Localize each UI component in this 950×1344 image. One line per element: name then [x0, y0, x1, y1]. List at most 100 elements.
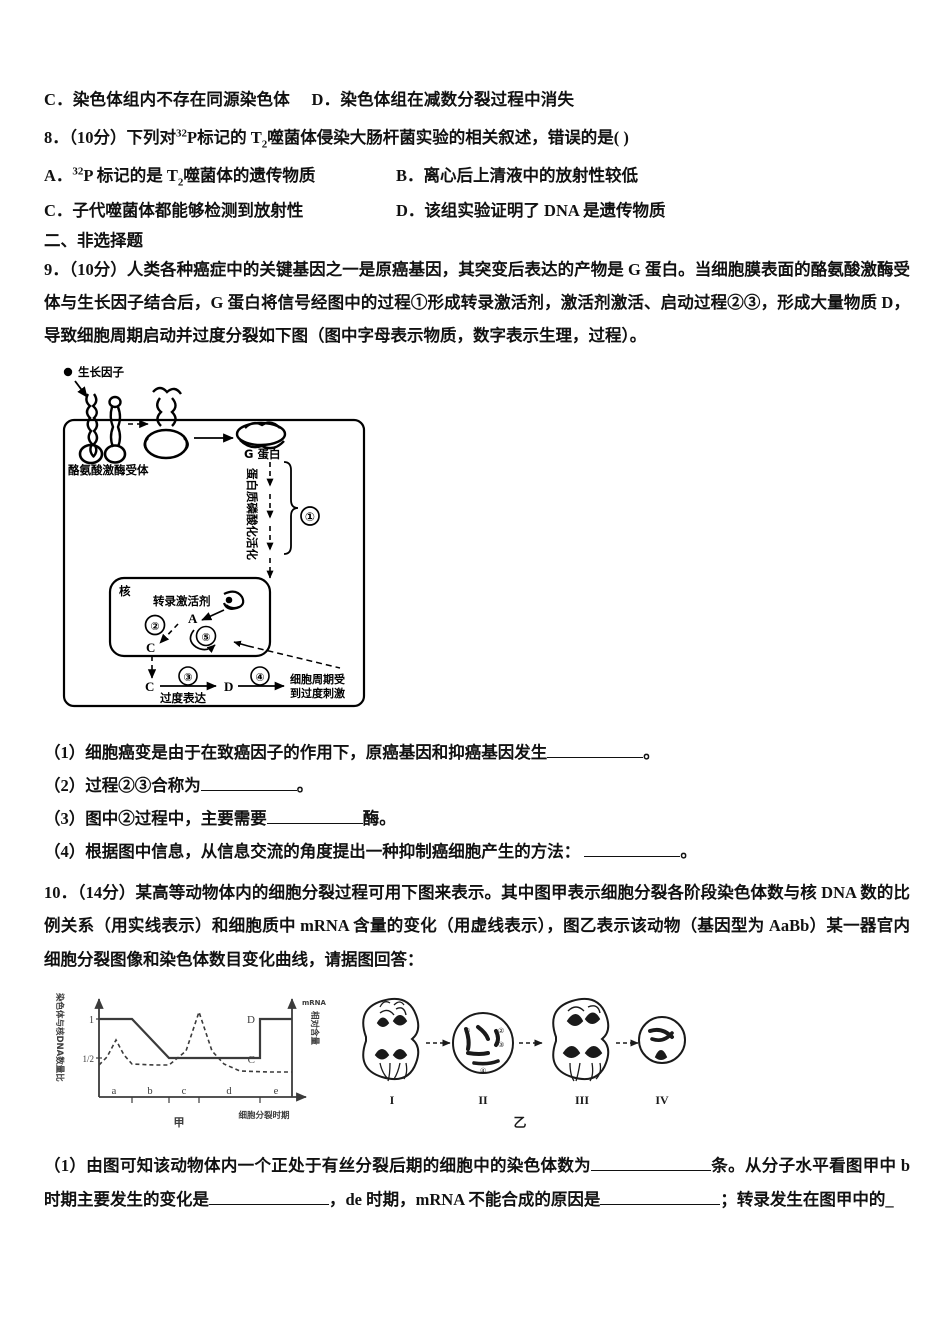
- question8-option-a-rest: 噬菌体的遗传物质: [183, 166, 316, 186]
- question9-sub-3-post: 酶。: [362, 808, 396, 828]
- question9-sub-1-post: 。: [643, 742, 660, 762]
- cell-stage-1-label: I: [390, 1093, 395, 1107]
- question9-sub-2-post: 。: [296, 775, 314, 795]
- tyrosine-kinase-receptor-1: [78, 392, 104, 464]
- phosphorylation-label: 蛋白质磷酸化活化: [245, 468, 259, 560]
- cell-2-inner-1: ①: [464, 1027, 470, 1035]
- over-expression-label: 过度表达: [160, 691, 206, 705]
- cell-stage-3: [552, 997, 610, 1082]
- question10-sub-1-seg1: 由图可知该动物体内一个正处于有丝分裂后期的细胞中的染色体数为: [86, 1156, 591, 1176]
- nucleus-boundary: [108, 576, 272, 657]
- cell-2-inner-3: ③: [498, 1041, 504, 1049]
- question8-isotope-superscript: 32: [176, 127, 187, 140]
- chart-ylabel: 染色体与核DNA数量比: [54, 992, 65, 1082]
- answer-blank[interactable]: [547, 756, 644, 758]
- question7-options-row: C．染色体组内不存在同源染色体 D．染色体组在减数分裂过程中消失: [44, 88, 910, 111]
- process-4-label: ④: [255, 671, 264, 684]
- question8-option-d: D．该组实验证明了 DNA 是遗传物质: [396, 200, 666, 220]
- substance-c-outside-label: C: [145, 679, 154, 694]
- question7-option-d: D．染色体组在减数分裂过程中消失: [311, 90, 575, 109]
- growth-factor-dot: [63, 367, 73, 376]
- question8-stem: 8．（10分）下列对32P标记的 T2噬菌体侵染大肠杆菌实验的相关叙述，错误的是…: [44, 125, 910, 154]
- question10-number: 10．: [44, 882, 78, 902]
- question9-sub-3-no: （3）: [44, 808, 86, 828]
- answer-blank[interactable]: [200, 789, 297, 791]
- question10-score: （14分）: [77, 882, 136, 902]
- chart-y2label: 相对含量: [309, 1011, 320, 1046]
- question10-sub-1-seg4: ；转录发生在图甲中的: [720, 1189, 886, 1209]
- question9-number: 9．: [44, 259, 69, 279]
- question9-sub-2-text: 过程②③合称为: [85, 775, 201, 795]
- question8-option-a-subscript: 2: [177, 176, 184, 189]
- question9-sub-4-text: 根据图中信息，从信息交流的角度提出一种抑制癌细胞产生的方法：: [85, 841, 581, 861]
- question8-options-row-2: C．子代噬菌体都能够检测到放射性 D．该组实验证明了 DNA 是遗传物质: [44, 197, 910, 221]
- chart-xtick-a: a: [112, 1086, 117, 1097]
- transcription-activator-label: 转录激活剂: [153, 594, 211, 608]
- page-content: C．染色体组内不存在同源染色体 D．染色体组在减数分裂过程中消失 8． （10分）…: [44, 88, 910, 1217]
- answer-blank[interactable]: [266, 822, 363, 824]
- chart-ytick-1: 1: [89, 1015, 94, 1026]
- process-1-label: ①: [305, 510, 315, 524]
- chart-y2label-prefix: mRNA: [302, 999, 327, 1007]
- substance-a-label: A: [188, 611, 198, 626]
- cell-cycle-label-line2: 到过度刺激: [290, 686, 345, 700]
- activator-shape: [222, 590, 245, 610]
- question9-paragraph: 人类各种癌症中的关键基因之一是原癌基因，其突变后表达的产物是 G 蛋白。当细胞膜…: [44, 259, 911, 345]
- chart-caption: 甲: [174, 1116, 185, 1129]
- cell-stage-1: [362, 997, 420, 1082]
- chart-annotation-d: D: [247, 1014, 255, 1026]
- chart-jia: 染色体与核DNA数量比 1 1/2: [44, 985, 344, 1133]
- chart-series-solid: [99, 1017, 292, 1060]
- question8-number: 8．: [44, 128, 69, 148]
- question7-option-c: C．染色体组内不存在同源染色体: [44, 90, 290, 109]
- question8-isotope: P: [187, 128, 198, 148]
- question8-option-a-mid: P 标记的是 T: [83, 166, 178, 186]
- question8-option-c-rest: 子代噬菌体都能够检测到放射性: [72, 200, 304, 220]
- question9-sub-4: （4）根据图中信息，从信息交流的角度提出一种抑制癌细胞产生的方法： 。: [44, 835, 910, 868]
- question10-sub-1-no: （1）: [44, 1156, 87, 1176]
- process-2-label: ②: [150, 620, 159, 633]
- question8-option-c: C．子代噬菌体都能够检测到放射性: [44, 197, 396, 221]
- substance-d-label: D: [224, 679, 233, 694]
- chart-xtick-b: b: [147, 1086, 152, 1097]
- question9-sub-2-no: （2）: [44, 775, 86, 795]
- question9-sub-3: （3）图中②过程中，主要需要 酶。: [44, 802, 910, 835]
- cell-2-inner-4: ④: [480, 1067, 486, 1075]
- answer-blank[interactable]: [209, 1203, 329, 1205]
- chart-xtick-e: e: [274, 1086, 279, 1097]
- section-2-heading: 二、非选择题: [44, 230, 143, 250]
- question9-sub-1: （1）细胞癌变是由于在致癌因子的作用下，原癌基因和抑癌基因发生 。: [44, 736, 910, 769]
- question8-phage-subscript: 2: [261, 138, 268, 151]
- substance-c-nucleus-label: C: [146, 640, 155, 655]
- question8-stem-mid: 标记的 T: [197, 128, 262, 148]
- chart-series-dashed: [98, 1009, 292, 1073]
- g-protein-label: G 蛋白: [244, 447, 280, 461]
- nucleus-label: 核: [119, 584, 131, 598]
- question9-sub-1-text: 细胞癌变是由于在致癌因子的作用下，原癌基因和抑癌基因发生: [85, 742, 548, 762]
- question9-score: （10分）: [68, 259, 127, 279]
- question10-stem: 10．（14分）某高等动物体内的细胞分裂过程可用下图来表示。其中图甲表示细胞分裂…: [44, 876, 910, 977]
- cell-stage-4-label: IV: [655, 1093, 669, 1107]
- chart-annotation-c: C: [248, 1054, 255, 1066]
- question10-sub-1-seg5: _: [885, 1189, 894, 1209]
- tyrosine-kinase-receptor-2: [103, 395, 127, 464]
- chart-ytick-half: 1/2: [82, 1054, 94, 1064]
- question9-sub-1-no: （1）: [44, 742, 86, 762]
- question9-sub-4-no: （4）: [44, 841, 86, 861]
- question9-sub-3-text: 图中②过程中，主要需要: [85, 808, 267, 828]
- question8-option-b: B．离心后上清液中的放射性较低: [396, 166, 639, 186]
- question8-stem-pre: 下列对: [126, 128, 177, 148]
- question8-option-a-superscript: 32: [72, 165, 84, 178]
- question8-option-a-prefix: A．: [44, 166, 73, 186]
- process-5-label: ⑤: [201, 631, 210, 644]
- question8-option-a: A．32P 标记的是 T2噬菌体的遗传物质: [44, 162, 396, 189]
- activated-receptor-dimer: [143, 386, 189, 459]
- g-protein-blob: [235, 421, 287, 449]
- answer-blank[interactable]: [590, 1170, 711, 1172]
- chart-xtick-d: d: [226, 1086, 232, 1097]
- question9-figure: 生长因子: [48, 362, 378, 730]
- answer-blank[interactable]: [600, 1203, 721, 1205]
- answer-blank[interactable]: [584, 855, 681, 857]
- question10-sub-1: （1）由图可知该动物体内一个正处于有丝分裂后期的细胞中的染色体数为条。从分子水平…: [44, 1149, 910, 1217]
- figure-yi-caption: 乙: [513, 1116, 526, 1131]
